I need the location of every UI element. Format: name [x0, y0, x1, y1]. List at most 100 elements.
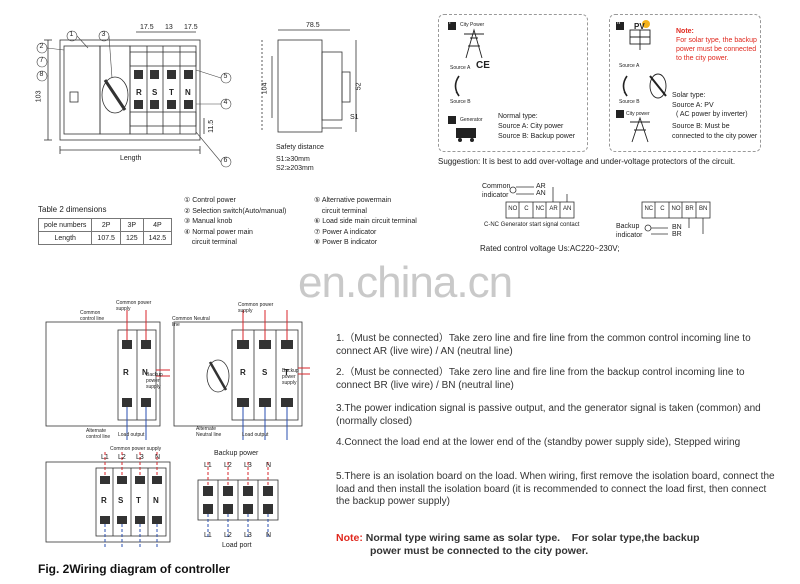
- w3-pole-t: T: [136, 496, 141, 505]
- legend-right: ⑤ Alternative powermain circuit terminal…: [314, 197, 417, 250]
- w2-common-neutral: Common Neutral line: [172, 316, 210, 328]
- normal-type-title: Normal type:: [498, 113, 538, 120]
- w4-line-n-bottom: N: [266, 532, 272, 539]
- dim-17-5-left: 17.5: [140, 24, 154, 31]
- w2-load-output: Load output: [242, 432, 269, 438]
- note-line-2: power must be connected to the city powe…: [370, 545, 589, 557]
- w3-line-l1: L1: [101, 454, 109, 461]
- backup-indicator-label: Backup indicator: [616, 223, 643, 239]
- w3-line-l3: L3: [136, 454, 144, 461]
- w1-pole-n: N: [142, 368, 148, 377]
- pole-r: R: [136, 88, 142, 97]
- w2-alt-neutral: Alternate Neutral line: [196, 426, 222, 438]
- safety-s1: S1:≥30mm: [276, 156, 310, 163]
- w1-pole-r: R: [123, 368, 129, 377]
- callout-2: 2: [39, 43, 44, 50]
- legend-item: ⑥ Load side main circuit terminal: [314, 218, 417, 225]
- callout-1: 1: [69, 31, 74, 38]
- dim-17-5-right: 17.5: [184, 24, 198, 31]
- safety-caption: Safety distance: [276, 144, 324, 151]
- legend-item: circuit terminal: [314, 207, 367, 215]
- terminal-no: NO: [508, 206, 518, 212]
- terminal-an-label: AN: [536, 190, 546, 197]
- solar-line-b2: connected to the city power: [672, 133, 758, 140]
- terminal-c: C: [524, 206, 529, 212]
- w4-line-l2-bottom: L2: [224, 532, 232, 539]
- note-block: Note: Normal type wiring same as solar t…: [336, 532, 700, 558]
- solar-line-b: Source B: Must be: [672, 123, 730, 130]
- terminal-br-label: BR: [672, 231, 682, 238]
- solar-panel-number: II: [617, 20, 621, 26]
- solar-note-head: Note:: [676, 28, 694, 35]
- solar-note-body: For solar type, the backup power must be…: [676, 37, 757, 62]
- solar-type-panel: [609, 14, 761, 152]
- table-cell: Length: [37, 231, 93, 245]
- w2-pole-t: T: [284, 368, 289, 377]
- solar-type-title: Solar type:: [672, 92, 706, 99]
- table-cell: 142.5: [142, 231, 173, 245]
- terminal-ar: AR: [549, 206, 558, 212]
- safety-s2: S2:≥203mm: [276, 165, 314, 172]
- legend-item: circuit terminal: [184, 239, 237, 246]
- step-3: 3.The power indication signal is passive…: [336, 403, 761, 427]
- w4-line-n-top: N: [266, 462, 272, 469]
- w3-common-power: Common power supply: [110, 446, 162, 452]
- legend-item: ① Control power: [184, 197, 236, 204]
- callout-5: 5: [223, 73, 228, 80]
- side-s1: S1: [350, 114, 359, 121]
- w1-common-control: Common control line: [80, 310, 105, 322]
- rated-voltage: Rated control voltage Us:AC220~230V;: [480, 244, 620, 253]
- callout-3: 3: [101, 31, 106, 38]
- pole-t: T: [169, 88, 174, 97]
- w4-line-l2-top: L2: [224, 462, 232, 469]
- terminal-block-2: NC C NO BR BN: [642, 206, 710, 212]
- legend-item: ④ Normal power main: [184, 228, 253, 236]
- normal-source-a: Source A: [450, 65, 471, 71]
- pole-n: N: [185, 88, 191, 97]
- w1-alt-control: Alternate control line: [86, 428, 111, 440]
- w3-pole-n: N: [153, 496, 159, 505]
- legend-item: ⑧ Power B indicator: [314, 239, 378, 246]
- table-title: Table 2 dimensions: [38, 205, 107, 214]
- load-port-label: Load port: [222, 542, 252, 549]
- terminal-ar-label: AR: [536, 183, 546, 190]
- w4-line-l1-bottom: L1: [204, 532, 212, 539]
- legend-item: ③ Manual knob: [184, 218, 233, 225]
- solar-source-a: Source A: [619, 63, 640, 69]
- terminal-nc: NC: [644, 206, 654, 212]
- w3-line-l2: L2: [118, 454, 126, 461]
- normal-source-b: Source B: [450, 99, 471, 105]
- signal-caption: C-NC Generator start signal contact: [484, 222, 580, 228]
- w2-pole-r: R: [240, 368, 246, 377]
- solar-line-a2: ( AC power by inverter): [676, 111, 748, 118]
- w3-pole-s: S: [118, 496, 124, 505]
- common-indicator-label: Common indicator: [482, 183, 511, 199]
- solar-city-power: City power: [626, 111, 650, 117]
- legend-item: ⑦ Power A indicator: [314, 228, 377, 236]
- ce-mark: CE: [476, 60, 490, 71]
- pole-s: S: [152, 88, 158, 97]
- w3-line-n: N: [155, 454, 161, 461]
- step-5: 5.There is an isolation board on the loa…: [336, 471, 775, 507]
- dimensions-table: pole numbers 2P 3P 4P Length 107.5 125 1…: [37, 218, 173, 245]
- callout-8: 8: [39, 71, 44, 78]
- w2-common-power: Common power supply: [238, 302, 274, 314]
- city-power-label: City Power: [460, 22, 485, 28]
- normal-panel-number: I: [449, 20, 451, 26]
- w4-line-l3-top: L3: [244, 462, 252, 469]
- terminal-c: C: [660, 206, 665, 212]
- callout-7: 7: [39, 57, 44, 64]
- terminal-br: BR: [685, 206, 694, 212]
- pv-label: PV: [634, 22, 645, 31]
- side-width: 78.5: [306, 22, 320, 29]
- table-cell: 125: [119, 231, 144, 245]
- w4-line-l3-bottom: L3: [244, 532, 252, 539]
- figure-caption: Fig. 2Wiring diagram of controller: [38, 562, 230, 576]
- w1-load-output: Load output: [118, 432, 145, 438]
- normal-line-a: Source A: City power: [498, 123, 564, 130]
- w3-pole-r: R: [101, 496, 107, 505]
